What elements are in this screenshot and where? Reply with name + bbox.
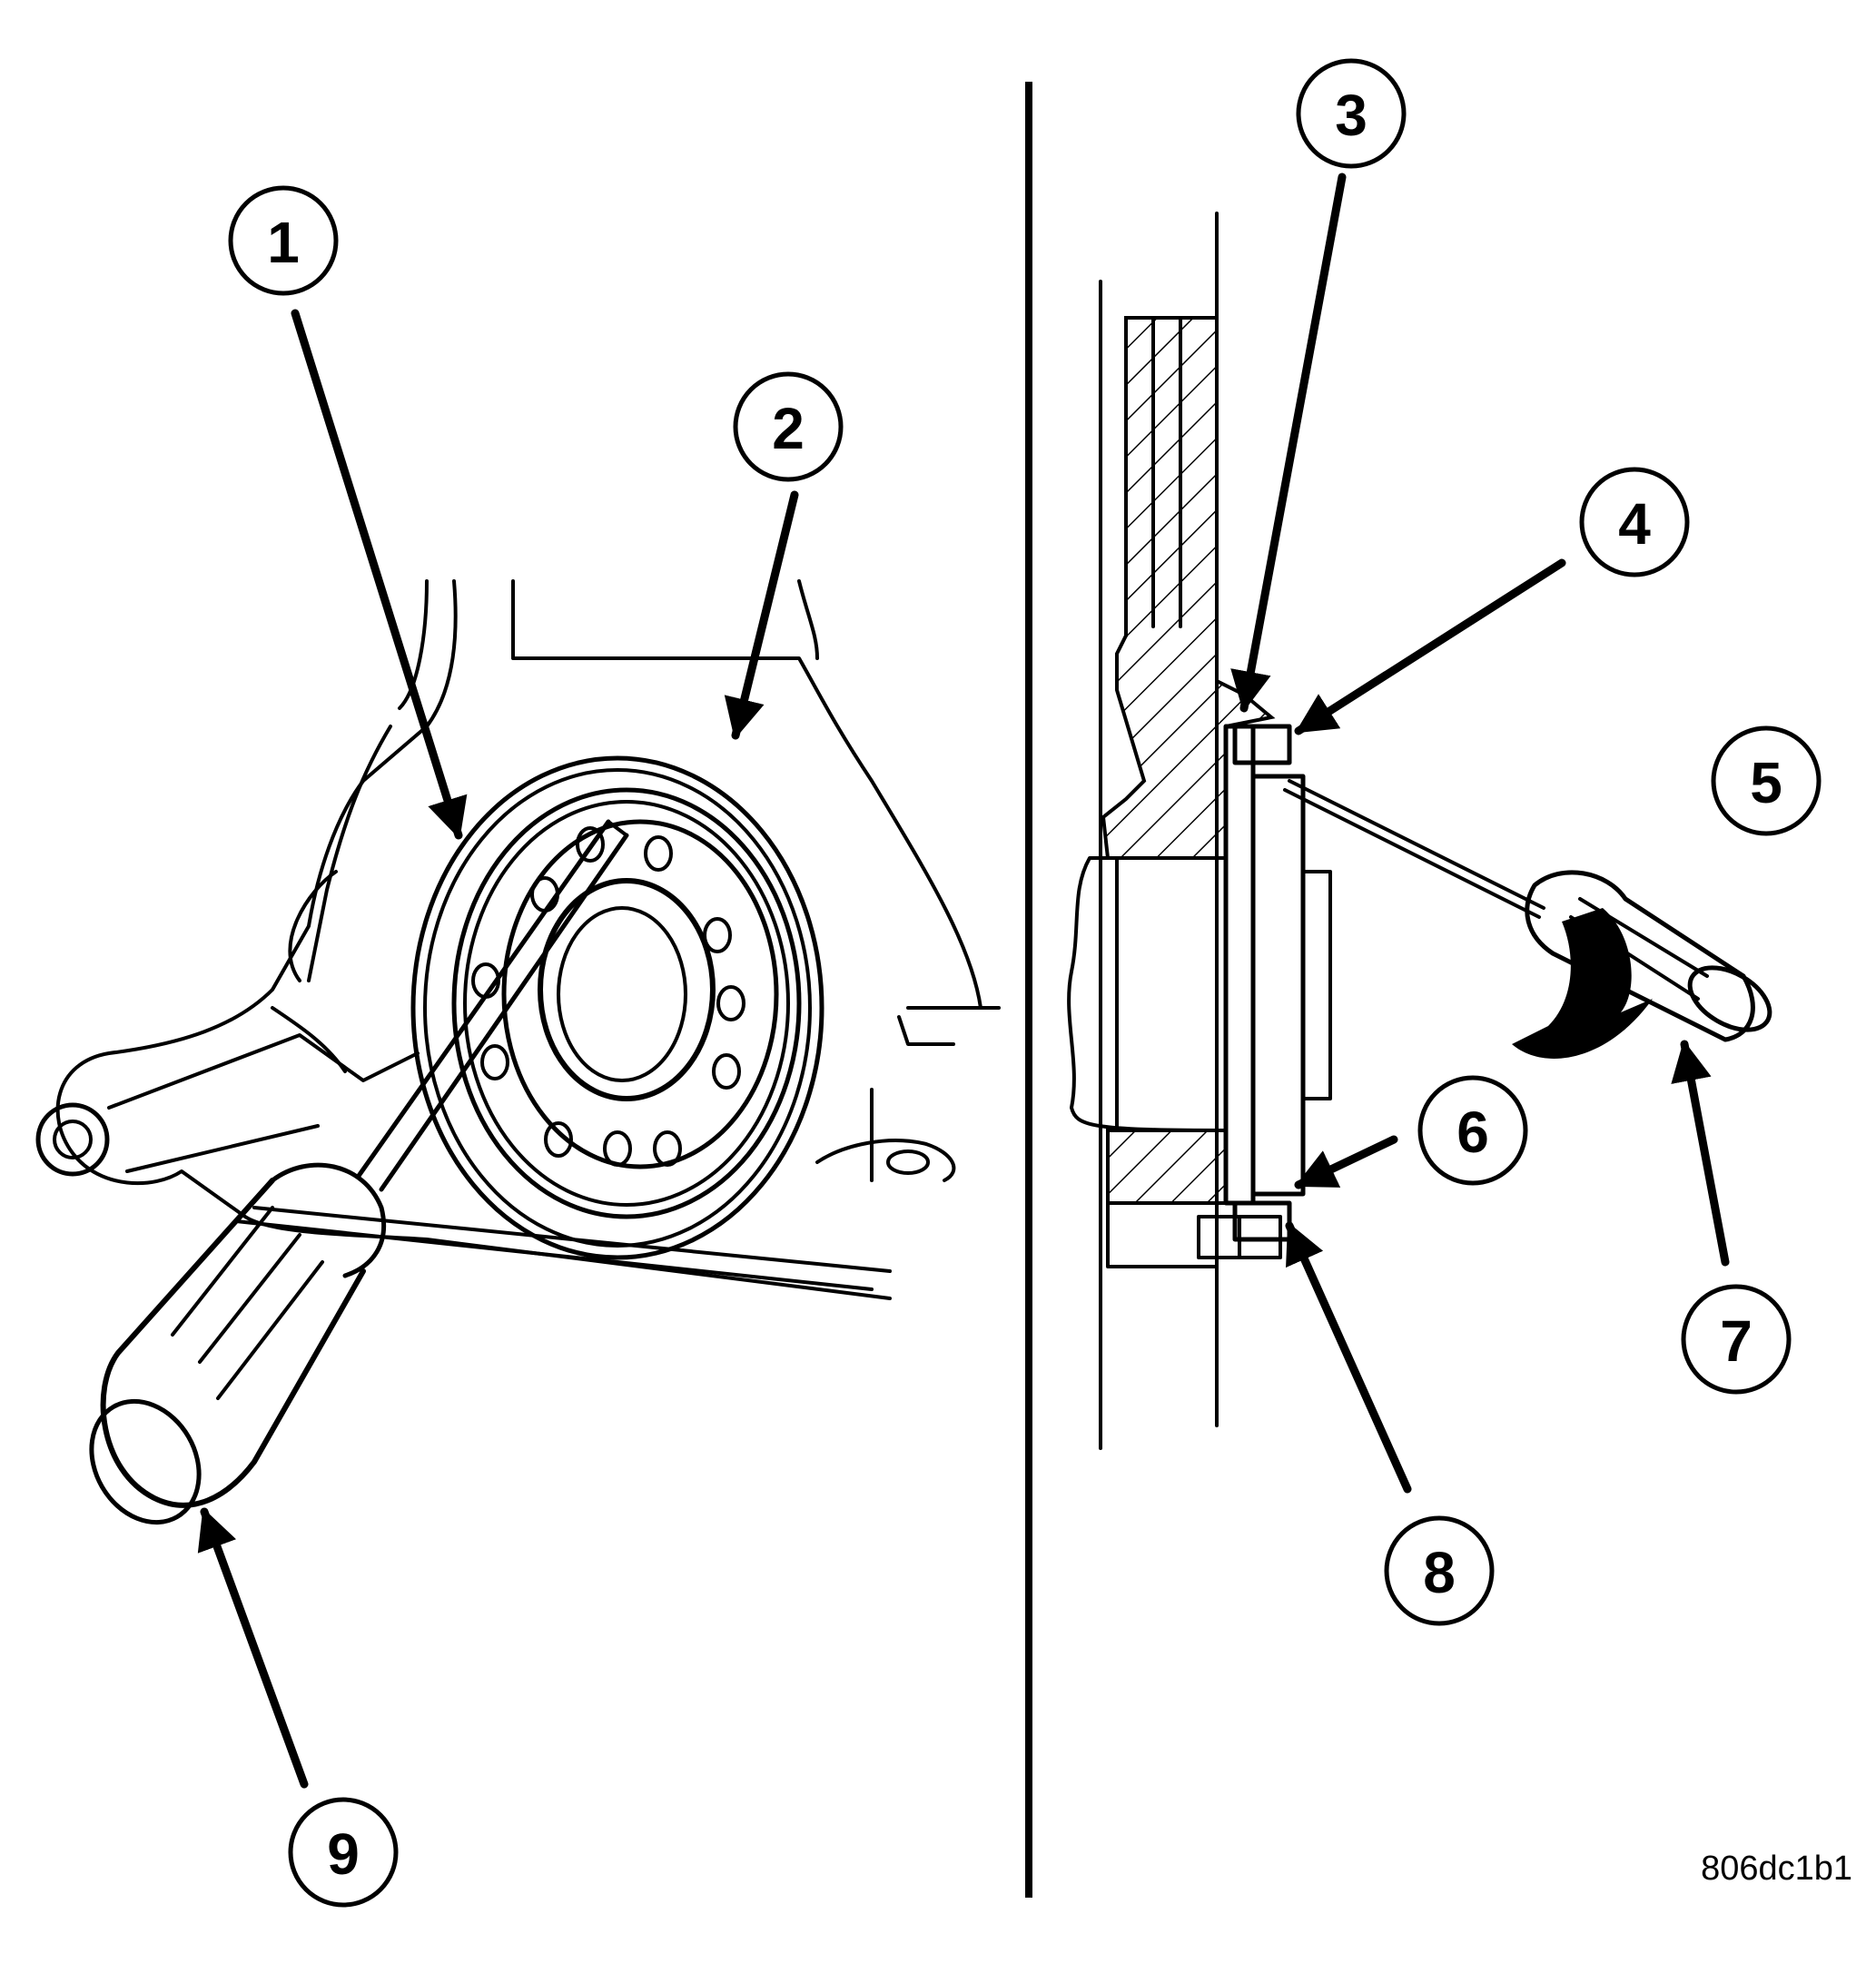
svg-text:6: 6 [1456, 1100, 1489, 1165]
callout-3: 3 [1296, 58, 1407, 169]
callout-6: 6 [1417, 1075, 1528, 1186]
callout-7: 7 [1681, 1284, 1792, 1395]
crankshaft-rear-seal-assembly [410, 755, 824, 1260]
svg-text:5: 5 [1750, 750, 1782, 815]
crankshaft-end [1067, 856, 1228, 1132]
callout-4: 4 [1579, 467, 1690, 577]
leader-arrows [197, 173, 1730, 1789]
callout-8: 8 [1384, 1515, 1495, 1626]
rotation-direction-arrow [1512, 908, 1653, 1059]
lower-block-section [1106, 1129, 1228, 1205]
screwdriver-left [89, 819, 629, 1525]
screwdriver-right [1283, 779, 1772, 1042]
svg-text:9: 9 [327, 1821, 360, 1887]
svg-text:2: 2 [772, 396, 805, 461]
crank-flange [1250, 774, 1306, 1197]
left-view-engine-block [35, 579, 1001, 1300]
svg-text:3: 3 [1335, 83, 1368, 148]
callout-9: 9 [288, 1797, 399, 1908]
right-view-cross-section [1067, 212, 1772, 1450]
svg-text:8: 8 [1423, 1540, 1456, 1605]
svg-text:7: 7 [1720, 1308, 1753, 1374]
svg-text:1: 1 [267, 210, 300, 275]
callout-5: 5 [1711, 725, 1822, 836]
callout-1: 1 [228, 185, 339, 296]
block-section [1101, 316, 1276, 860]
callout-2: 2 [733, 371, 844, 482]
svg-text:4: 4 [1618, 491, 1651, 557]
figure-id-label: 806dc1b1 [1701, 1850, 1852, 1888]
seal-plate [1223, 724, 1256, 1206]
